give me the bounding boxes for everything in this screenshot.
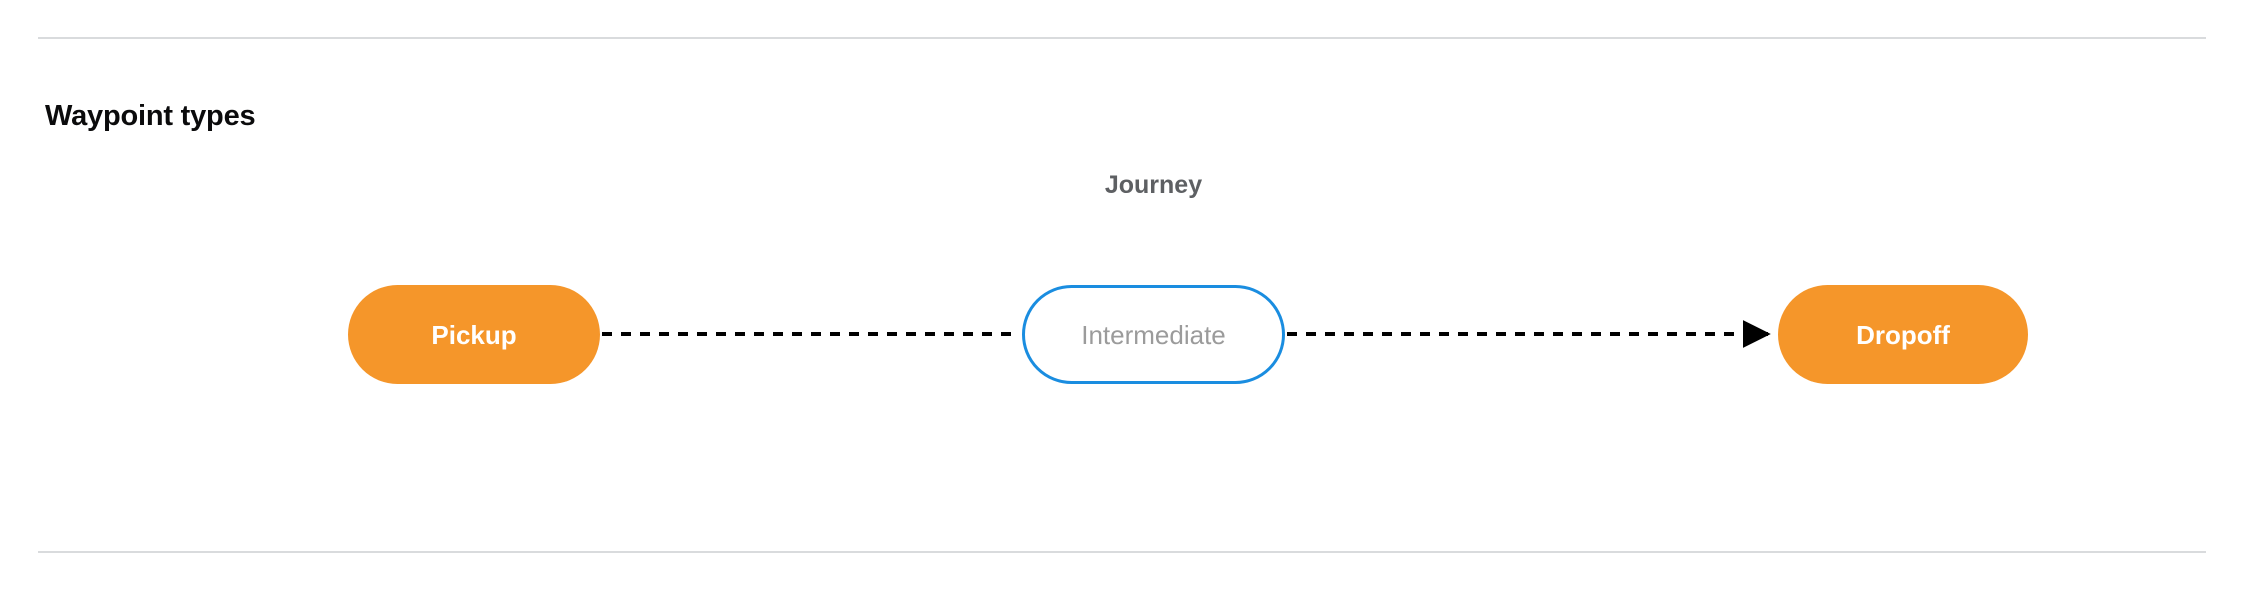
waypoint-node-pickup[interactable]: Pickup (348, 285, 600, 384)
section-divider-top (38, 37, 2206, 39)
waypoint-node-intermediate[interactable]: Intermediate (1022, 285, 1285, 384)
journey-caption: Journey (1104, 171, 1203, 199)
section-divider-bottom (38, 551, 2206, 553)
waypoint-node-dropoff[interactable]: Dropoff (1778, 285, 2028, 384)
page-title: Waypoint types (45, 100, 256, 133)
